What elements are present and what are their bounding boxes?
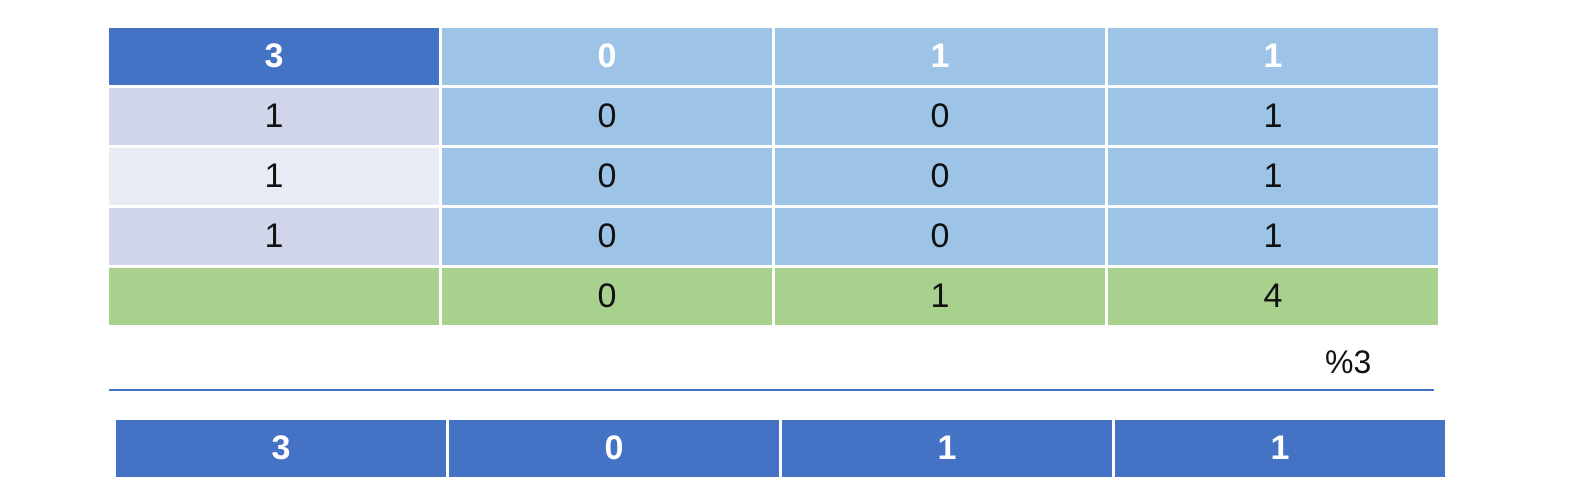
top-header-cell: 1 (775, 28, 1105, 85)
table-cell: 0 (775, 148, 1105, 205)
divider-line (109, 389, 1434, 391)
table-cell: 0 (775, 88, 1105, 145)
sum-cell: 0 (442, 268, 772, 325)
top-table: 3 0 1 1 1 0 0 1 1 0 0 1 1 0 0 1 0 1 4 (109, 28, 1438, 325)
top-header-cell: 3 (109, 28, 439, 85)
result-cell: 0 (449, 420, 779, 477)
result-cell: 1 (782, 420, 1112, 477)
result-cell: 3 (116, 420, 446, 477)
top-header-cell: 0 (442, 28, 772, 85)
sum-cell: 1 (775, 268, 1105, 325)
sum-cell: 4 (1108, 268, 1438, 325)
top-header-cell: 1 (1108, 28, 1438, 85)
table-cell: 1 (1108, 88, 1438, 145)
table-cell: 1 (1108, 208, 1438, 265)
row-label-cell: 1 (109, 208, 439, 265)
result-cell: 1 (1115, 420, 1445, 477)
row-label-cell: 1 (109, 88, 439, 145)
row-label-cell: 1 (109, 148, 439, 205)
table-cell: 0 (442, 88, 772, 145)
table-cell: 1 (1108, 148, 1438, 205)
table-cell: 0 (442, 148, 772, 205)
modulo-label: %3 (1325, 343, 1372, 380)
result-table: 3 0 1 1 (116, 420, 1445, 477)
table-cell: 0 (442, 208, 772, 265)
table-cell: 0 (775, 208, 1105, 265)
sum-cell (109, 268, 439, 325)
